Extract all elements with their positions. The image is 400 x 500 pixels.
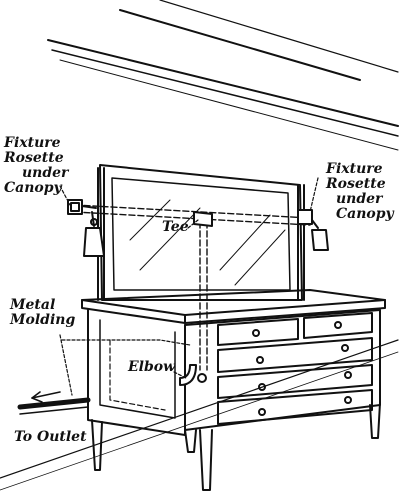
fixture-left-line-2: Rosette [4,150,64,166]
dresser-legs [91,402,381,491]
fixture-right-line-4: Canopy [336,206,394,222]
tee-fitting [193,211,213,227]
fixture-right-line-1: Fixture [326,161,383,177]
elbow-text: Elbow [128,359,176,375]
dresser-front [184,309,381,431]
metal-molding-label: Metal Molding [10,298,75,328]
tee-text: Tee [162,219,189,235]
left-fixture [67,199,105,257]
mirror-frame [99,164,303,301]
fixture-left-line-3: under [22,165,69,181]
metal-molding-line-1: Metal [10,297,56,313]
room-perspective-lines [47,0,399,151]
elbow-label: Elbow [128,360,175,375]
to-outlet-text: To Outlet [14,429,87,445]
fixture-rosette-right-label: Fixture Rosette under Canopy [326,162,394,222]
elbow-fitting [179,364,207,386]
metal-molding-run [17,397,91,415]
to-outlet-label: To Outlet [14,430,87,445]
conduit-top [74,204,311,226]
metal-molding-line-2: Molding [10,312,76,328]
fixture-rosette-left-label: Fixture Rosette under Canopy [4,136,68,196]
leader-lines [59,177,319,396]
right-fixture [297,209,329,251]
fixture-right-line-2: Rosette [326,176,386,192]
fixture-left-line-4: Canopy [4,180,62,196]
tee-label: Tee [162,220,189,235]
dresser-top [81,289,386,324]
conduit-vertical [199,221,208,371]
to-outlet-arrow [31,391,61,403]
mirror-posts [97,167,305,301]
fixture-left-line-1: Fixture [4,135,61,151]
fixture-right-line-3: under [336,191,383,207]
